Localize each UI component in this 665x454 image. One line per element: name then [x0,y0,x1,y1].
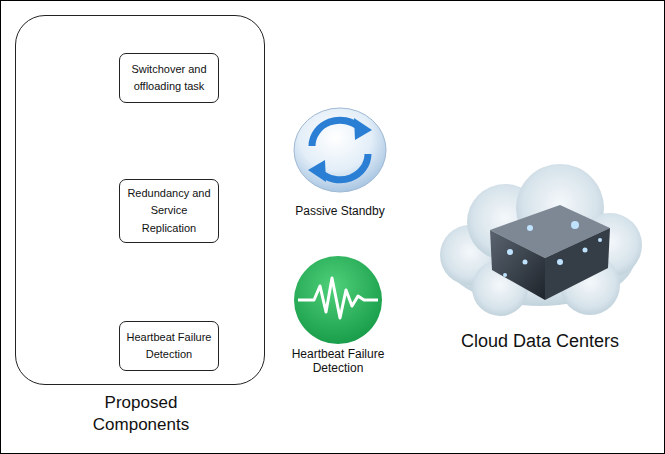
sync-icon [294,108,386,192]
box-label: Heartbeat Failure Detection [126,329,212,363]
box-label: Switchover and offloading task [126,61,212,95]
cloud-icon [440,164,642,316]
icon-caption: Heartbeat Failure Detection [288,348,388,376]
cloud-caption: Cloud Data Centers [440,331,640,352]
process-box: Redundancy and Service Replication [119,179,219,242]
icon-caption: Passive Standby [280,205,400,219]
component-group: Proposed ComponentsSwitchover and offloa… [15,15,265,385]
process-box: Switchover and offloading task [119,53,219,103]
group-heading: Proposed Components [56,392,226,436]
box-label: Redundancy and Service Replication [126,185,212,236]
process-box: Heartbeat Failure Detection [119,321,219,371]
heartbeat-icon [294,256,382,344]
